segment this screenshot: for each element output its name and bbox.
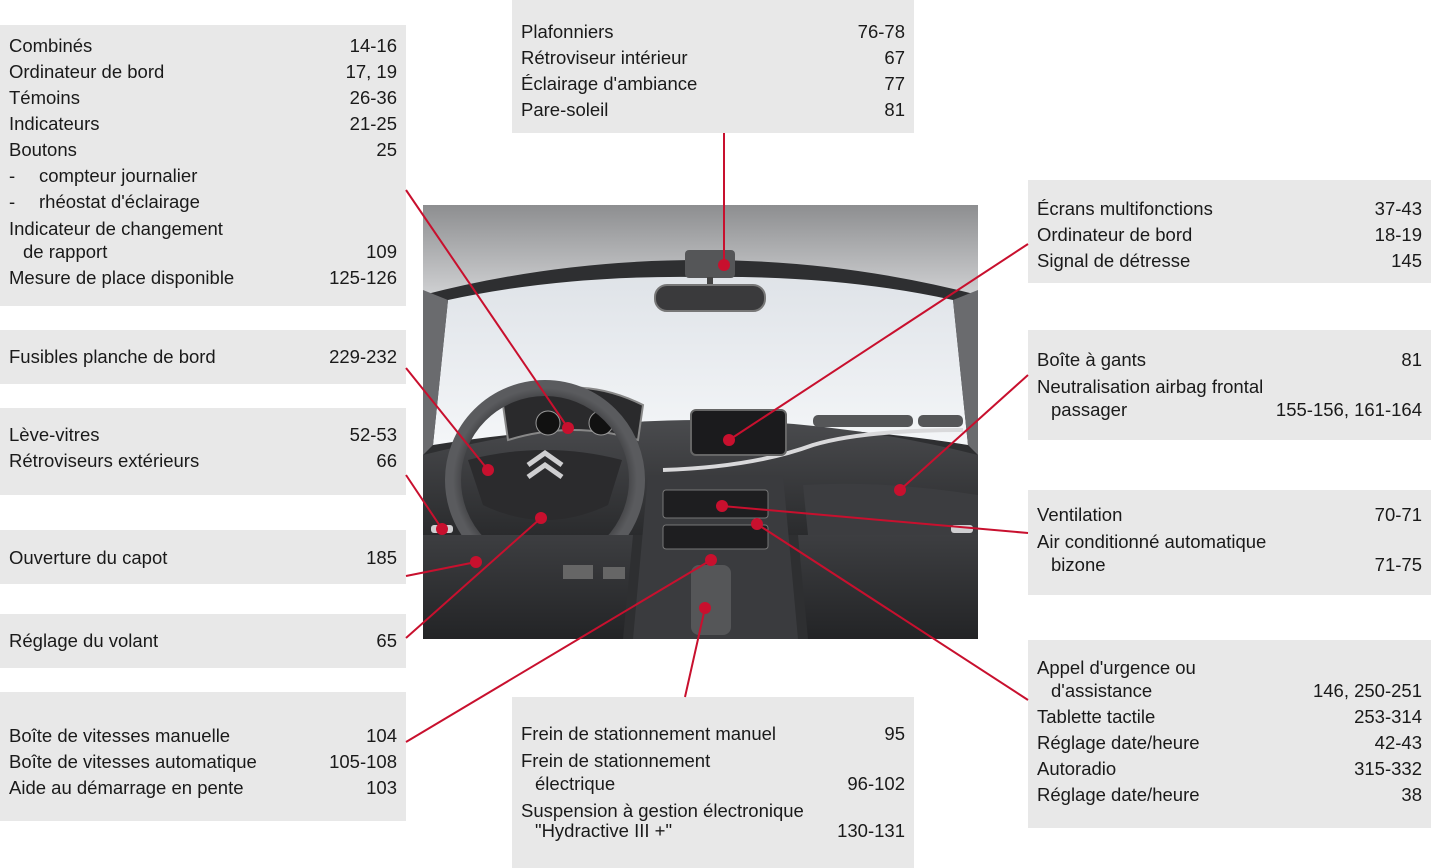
climate-panel-shape xyxy=(662,489,769,519)
index-subitem: -compteur journalier xyxy=(9,165,198,186)
mirror-stem-shape xyxy=(707,277,713,287)
pedal-shape xyxy=(603,567,625,579)
index-row: Indicateur de changement xyxy=(9,218,223,239)
index-row: Neutralisation airbag frontal xyxy=(1037,376,1264,397)
index-row: Air conditionné automatique xyxy=(1037,531,1267,552)
index-row: Suspension à gestion électronique xyxy=(521,800,804,821)
steering-hub-shape xyxy=(468,450,622,520)
ceiling-console-shape xyxy=(685,250,735,278)
index-row: Appel d'urgence ou xyxy=(1037,657,1196,678)
floor-right-shape xyxy=(798,535,978,639)
vent-shape xyxy=(918,415,963,427)
index-row: Frein de stationnement xyxy=(521,750,711,771)
dashboard-drawing xyxy=(423,205,978,639)
gear-lever-shape xyxy=(691,565,731,635)
door-handle-shape xyxy=(951,525,973,533)
index-subitem: -rhéostat d'éclairage xyxy=(9,191,200,212)
radio-panel-shape xyxy=(662,524,769,550)
center-screen-shape xyxy=(690,409,787,456)
index-row: "Hydractive III +"130-131 xyxy=(535,820,905,841)
gauge-shape xyxy=(535,410,561,436)
dashboard-illustration xyxy=(423,205,978,639)
floor-left-shape xyxy=(423,535,633,639)
pedal-shape xyxy=(563,565,593,579)
rear-mirror-shape xyxy=(654,284,766,312)
chevron-logo-icon xyxy=(526,449,564,480)
door-handle-shape xyxy=(431,525,453,533)
vent-shape xyxy=(813,415,913,427)
